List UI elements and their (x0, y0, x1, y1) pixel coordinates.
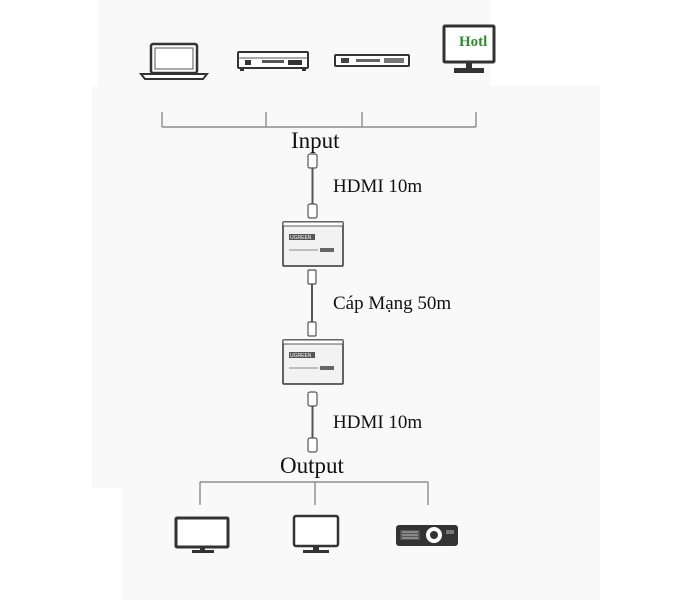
background-panel-main (92, 86, 600, 488)
hdmi-bottom-label: HDMI 10m (333, 412, 423, 433)
input-label: Input (291, 128, 340, 153)
input-bracket (161, 112, 477, 128)
tv-icon (174, 516, 230, 553)
output-bracket (199, 481, 429, 505)
hdmi-extender-transmitter: UGREEN (282, 221, 344, 267)
network-cable-label: Cáp Mạng 50m (333, 293, 452, 314)
hdmi-extender-receiver: UGREEN (282, 339, 344, 385)
transmitter-brand: UGREEN (290, 235, 312, 241)
dvd-player-icon (237, 51, 309, 71)
receiver-brand: UGREEN (290, 353, 312, 359)
hdmi-cable-bottom (307, 391, 318, 453)
set-top-box-icon (334, 54, 410, 67)
monitor-icon-output (292, 514, 340, 553)
output-label: Output (280, 453, 344, 478)
projector-icon (396, 525, 458, 546)
laptop-icon (138, 42, 210, 80)
network-cable (307, 269, 317, 337)
hdmi-cable-top (307, 153, 318, 219)
watermark-text: Hotl (459, 34, 487, 50)
monitor-icon-input (442, 24, 496, 73)
hdmi-top-label: HDMI 10m (333, 176, 423, 197)
